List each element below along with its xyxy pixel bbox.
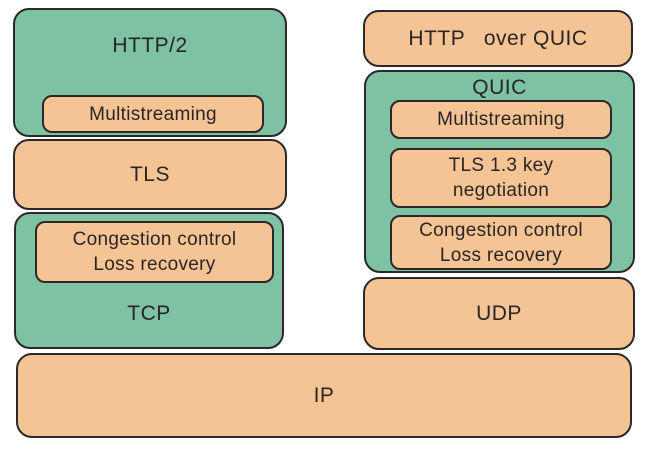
quic-tls13-line2: negotiation xyxy=(452,180,550,201)
quic-congestion-line1: Congestion control xyxy=(419,219,583,241)
quic-tls13-box: TLS 1.3 key negotiation xyxy=(390,148,612,208)
quic-label: QUIC xyxy=(472,76,527,99)
ip-layer-box: IP xyxy=(16,353,632,438)
udp-label: UDP xyxy=(476,301,522,325)
http2-layer-box: HTTP/2 Multistreaming xyxy=(13,8,287,137)
tcp-layer-box: Congestion control Loss recovery TCP xyxy=(14,212,284,349)
http2-multistreaming-label: Multistreaming xyxy=(89,103,217,125)
quic-layer-box: QUIC Multistreaming TLS 1.3 key negotiat… xyxy=(364,70,635,273)
quic-congestion-box: Congestion control Loss recovery xyxy=(390,215,612,270)
quic-congestion-line2: Loss recovery xyxy=(439,244,563,266)
udp-layer-box: UDP xyxy=(363,277,635,350)
tcp-label: TCP xyxy=(127,302,171,325)
tcp-congestion-box: Congestion control Loss recovery xyxy=(35,221,274,283)
quic-tls13-line1: TLS 1.3 key xyxy=(448,155,554,176)
tls-layer-box: TLS xyxy=(13,139,287,210)
quic-multistreaming-label: Multistreaming xyxy=(437,109,565,130)
http-over-quic-label: HTTP over QUIC xyxy=(408,26,588,50)
tcp-congestion-line1: Congestion control xyxy=(72,229,237,250)
http-over-quic-layer-box: HTTP over QUIC xyxy=(363,10,633,67)
http2-label: HTTP/2 xyxy=(112,34,188,57)
tls-label: TLS xyxy=(129,162,170,186)
http2-multistreaming-box: Multistreaming xyxy=(42,95,264,133)
tcp-congestion-line2: Loss recovery xyxy=(93,254,216,275)
ip-label: IP xyxy=(313,383,335,407)
quic-multistreaming-box: Multistreaming xyxy=(390,100,612,139)
